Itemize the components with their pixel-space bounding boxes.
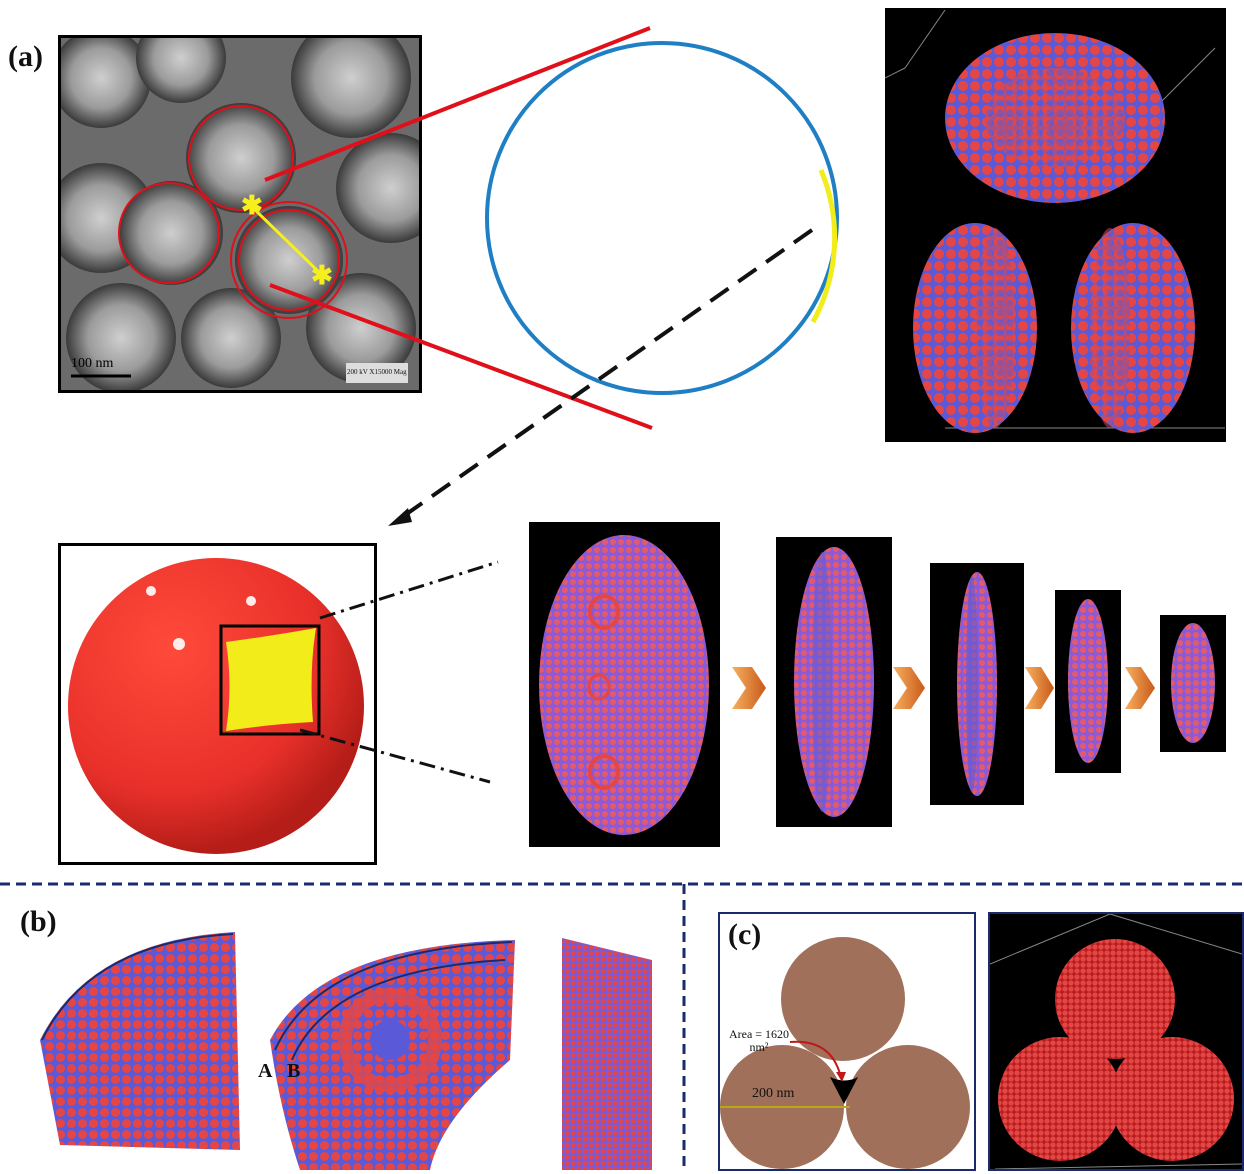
panel-label-a: (a) (8, 40, 43, 73)
panel-c-left-frame (718, 912, 976, 1171)
tem-micrograph: ✱ ✱ 100 nm 200 kV X15000 Mag (58, 35, 422, 393)
red-sphere (68, 558, 364, 854)
particle-right (846, 1045, 970, 1169)
yellow-patch (226, 628, 316, 731)
arrow-3 (1025, 667, 1054, 709)
panel-b-illustrations (40, 932, 652, 1170)
cap-seq-5 (1160, 615, 1226, 752)
atomistic-particle-left (998, 1037, 1122, 1161)
panel-label-b: (b) (20, 905, 57, 938)
atomistic-particle-top (1055, 939, 1175, 1059)
cap-wedge-left (40, 932, 240, 1150)
patch-frame (219, 624, 321, 736)
arrow-2 (893, 667, 925, 709)
zoom-line-bottom (269, 283, 653, 430)
cap-arc (810, 169, 838, 324)
patch-connectors (300, 560, 499, 784)
zoom-line-top (264, 26, 651, 182)
panel-c-right-frame (988, 912, 1244, 1171)
cap-slab (562, 938, 652, 1170)
svg-text:✱: ✱ (311, 261, 333, 290)
cap-seq-2 (776, 537, 892, 827)
dashed-arrowhead (388, 508, 412, 526)
cap-seq-3 (930, 563, 1024, 805)
particle-top (781, 937, 905, 1061)
tem-scale-label: 100 nm (71, 356, 114, 371)
label-B: B (287, 1060, 301, 1082)
cross-section-circle (485, 41, 839, 395)
tem-info-label: 200 kV X15000 Mag (347, 368, 407, 376)
sphere-frame (58, 543, 377, 865)
dimension-label: 200 nm (752, 1086, 795, 1101)
sequence-arrows (732, 667, 1155, 709)
cap-render-box (884, 8, 1226, 442)
arrow-1 (732, 667, 766, 709)
tem-image: ✱ ✱ (61, 38, 419, 390)
area-label: Area = 1620 nm² (728, 1027, 790, 1054)
cap-seq-1 (529, 522, 720, 847)
zoom-connectors (264, 26, 839, 526)
arrow-4 (1125, 667, 1155, 709)
atomistic-particle-right (1110, 1037, 1234, 1161)
cap-seq-4 (1055, 590, 1121, 773)
void-region (830, 1077, 858, 1104)
dashed-pointer (396, 228, 814, 522)
svg-text:✱: ✱ (241, 191, 263, 220)
panel-label-c: (c) (728, 918, 762, 951)
label-A: A (258, 1060, 273, 1082)
